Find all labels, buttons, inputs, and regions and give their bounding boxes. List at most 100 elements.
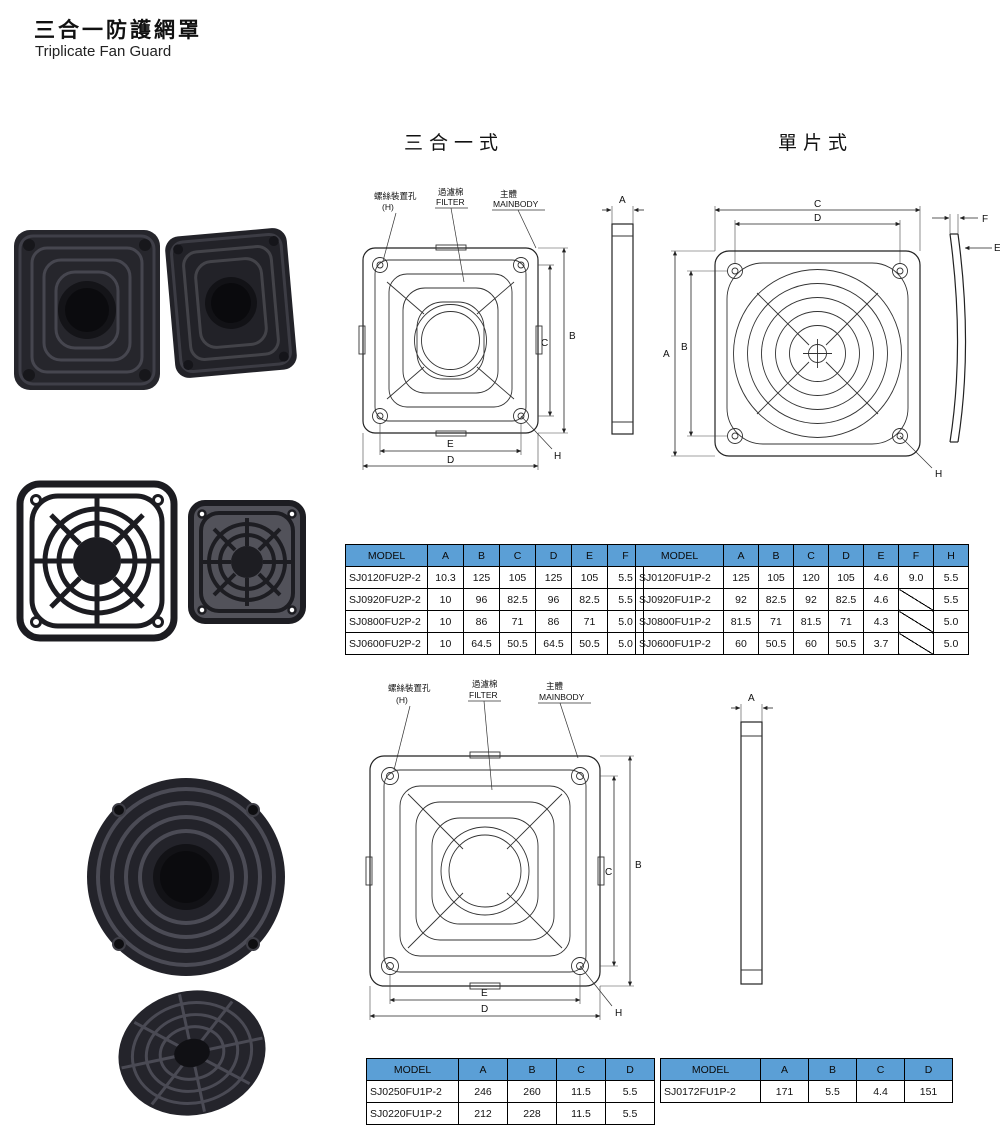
column-header: F [898,544,934,567]
value-cell: 5.5 [933,566,969,589]
column-header: E [863,544,899,567]
dim-label-e: E [481,988,488,999]
value-cell: 125 [535,566,572,589]
dim-label-a: A [663,349,670,360]
value-cell: 105 [828,566,864,589]
column-header: H [933,544,969,567]
photo-triplicate-square-guard-2 [165,228,297,378]
value-cell: 4.6 [863,588,899,611]
value-cell: 10 [427,632,464,655]
value-cell: 11.5 [556,1102,606,1125]
drawing-triplicate-square-front: 螺絲裝置孔 (H) 過濾棉 FILTER 主體 MAINBODY C B E [358,187,576,470]
model-cell: SJ0920FU1P-2 [635,588,724,611]
value-cell: 246 [458,1080,508,1103]
value-cell: 86 [463,610,500,633]
value-cell: 5.5 [933,588,969,611]
column-header: A [458,1058,508,1081]
value-cell: 5.5 [605,1102,655,1125]
value-cell: 4.4 [856,1080,905,1103]
column-header: D [828,544,864,567]
value-cell [898,588,934,611]
section-title-triplicate: 三合一式 [404,133,505,154]
value-cell: 5.5 [808,1080,857,1103]
column-header: E [571,544,608,567]
dim-label-h: H [615,1008,622,1019]
dim-label-b: B [635,860,642,871]
dim-label-h: H [935,469,942,480]
value-cell: 120 [793,566,829,589]
column-header: MODEL [366,1058,459,1081]
dim-label-a: A [748,693,755,704]
column-header: D [605,1058,655,1081]
dim-label-d: D [481,1004,488,1015]
dim-label-c: C [814,199,821,210]
photo-open-grid-guard-2 [188,500,306,624]
value-cell: 5.5 [605,1080,655,1103]
column-header: D [535,544,572,567]
value-cell: 10 [427,588,464,611]
photo-round-guard-front [87,778,285,976]
drawing-side-view-bottom: A [731,693,773,985]
column-header: C [499,544,536,567]
model-cell: SJ0800FU2P-2 [345,610,428,633]
value-cell: 71 [571,610,608,633]
dim-label-b: B [681,342,688,353]
label-filter-en: FILTER [469,690,498,700]
column-header: A [427,544,464,567]
dim-label-b: B [569,331,576,342]
model-cell: SJ0600FU1P-2 [635,632,724,655]
value-cell: 5.0 [607,632,644,655]
column-header: B [758,544,794,567]
label-filter-zh: 過濾棉 [438,187,464,197]
model-cell: SJ0172FU1P-2 [660,1080,761,1103]
value-cell: 50.5 [571,632,608,655]
label-mainbody-en: MAINBODY [493,199,539,209]
dim-label-a: A [619,195,626,206]
section-title-single: 單片式 [778,133,854,154]
value-cell: 92 [793,588,829,611]
label-mainbody-zh: 主體 [500,189,518,199]
label-screw-hole-sub: (H) [382,202,394,212]
model-cell: SJ0600FU2P-2 [345,632,428,655]
value-cell: 125 [463,566,500,589]
value-cell: 212 [458,1102,508,1125]
column-header: A [760,1058,809,1081]
drawing-triplicate-side-view: A [602,195,644,435]
column-header: MODEL [660,1058,761,1081]
value-cell: 5.0 [933,632,969,655]
label-filter-zh: 過濾棉 [472,679,498,689]
dim-label-f: F [982,214,988,225]
column-header: A [723,544,759,567]
value-cell: 50.5 [758,632,794,655]
column-header: D [904,1058,953,1081]
value-cell: 60 [793,632,829,655]
column-header: B [463,544,500,567]
value-cell: 260 [507,1080,557,1103]
label-screw-hole-sub: (H) [396,695,408,705]
value-cell: 4.6 [863,566,899,589]
value-cell: 3.7 [863,632,899,655]
column-header: MODEL [345,544,428,567]
model-cell: SJ0800FU1P-2 [635,610,724,633]
value-cell: 82.5 [571,588,608,611]
column-header: F [607,544,644,567]
value-cell: 82.5 [758,588,794,611]
model-cell: SJ0920FU2P-2 [345,588,428,611]
value-cell: 10.3 [427,566,464,589]
value-cell: 92 [723,588,759,611]
drawing-triplicate-front-large: 螺絲裝置孔 (H) 過濾棉 FILTER 主體 MAINBODY C B E [365,679,642,1020]
value-cell: 96 [535,588,572,611]
page-title: 三合一防護網罩 [34,19,202,42]
value-cell: 64.5 [535,632,572,655]
value-cell: 151 [904,1080,953,1103]
label-screw-hole: 螺絲裝置孔 [374,191,417,201]
